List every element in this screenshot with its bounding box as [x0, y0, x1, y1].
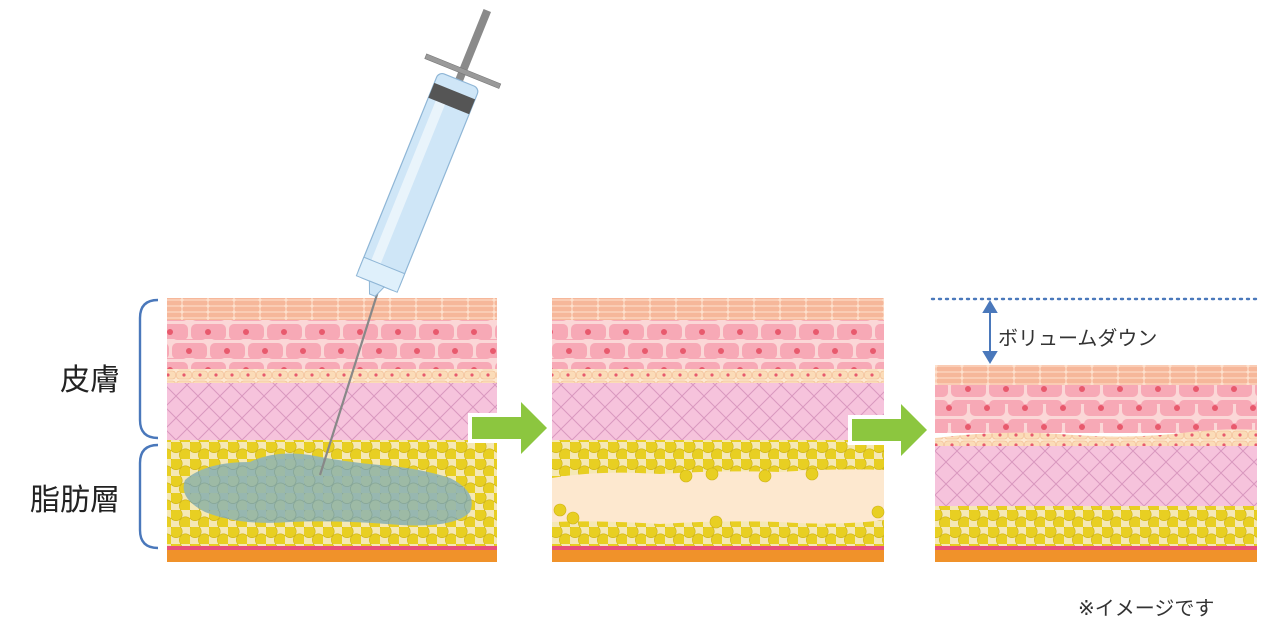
syringe-icon — [318, 8, 502, 476]
skin-bracket — [138, 298, 159, 440]
dissolved-fat-area — [552, 469, 884, 524]
fat-bracket — [138, 443, 159, 550]
panel-before — [167, 298, 497, 562]
volume-down-label: ボリュームダウン — [998, 326, 1158, 350]
right-arrow-icon — [468, 396, 552, 460]
fat-layer-label: 脂肪層 — [30, 483, 120, 518]
skin-label: 皮膚 — [60, 363, 120, 398]
right-arrow-icon — [848, 398, 932, 462]
dermis-layer — [167, 383, 497, 440]
muscle-layer — [167, 550, 497, 562]
panel-volume-down — [935, 365, 1257, 562]
double-arrow-icon — [982, 300, 998, 364]
image-note: ※イメージです — [1078, 596, 1215, 620]
injected-solution — [183, 453, 472, 526]
panel-after-injection — [552, 298, 885, 562]
